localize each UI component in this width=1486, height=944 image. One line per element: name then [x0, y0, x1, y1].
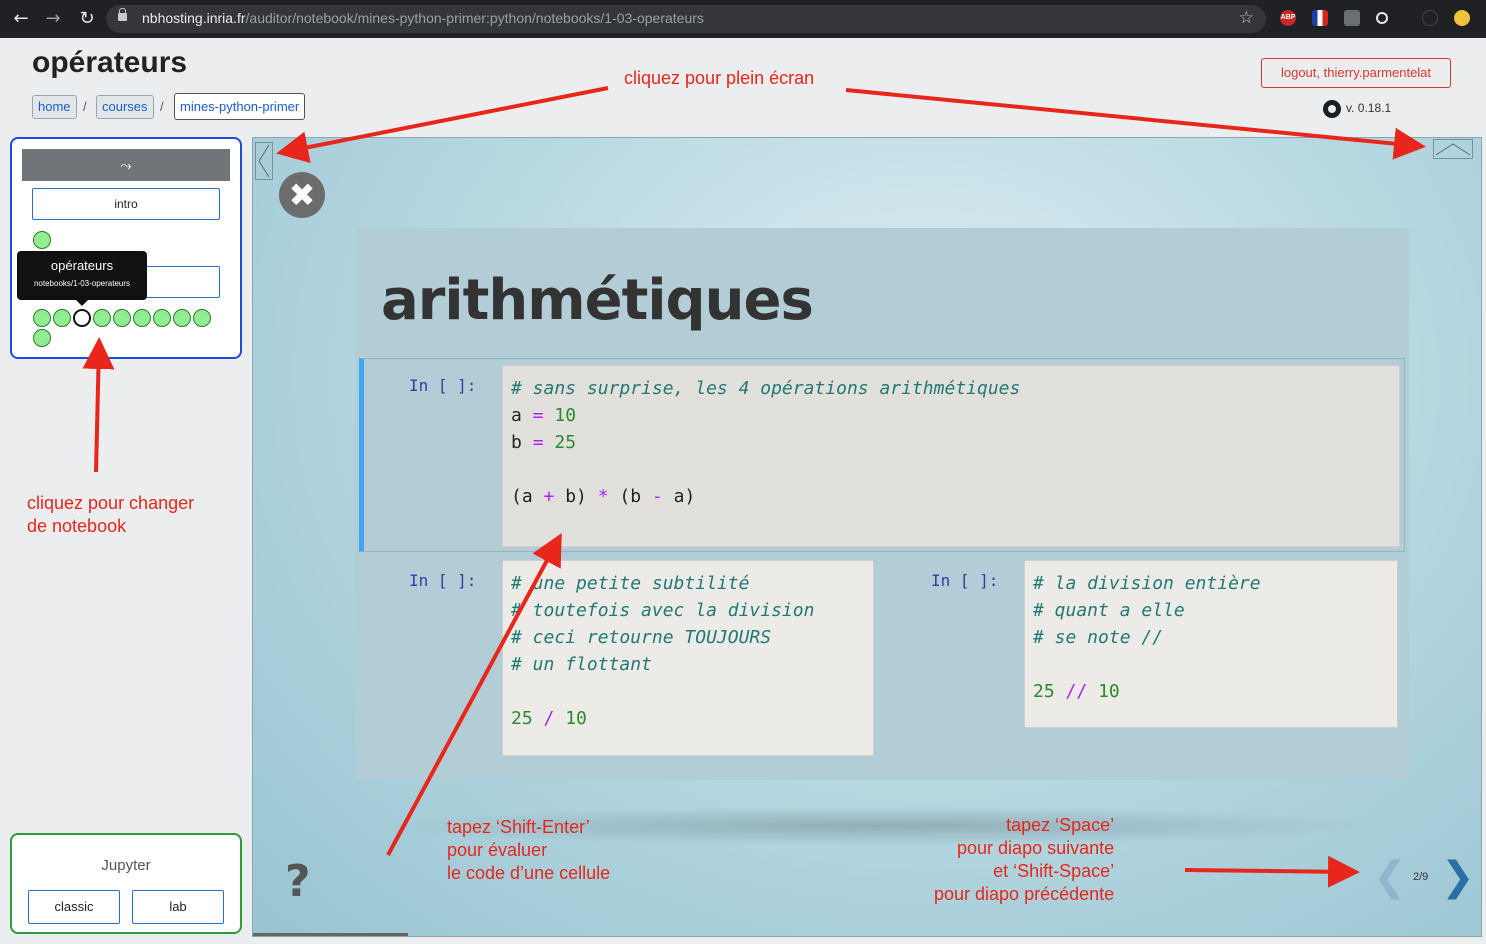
chevron-left-icon [258, 144, 270, 178]
notebook-tooltip: opérateurs notebooks/1-03-operateurs [17, 251, 147, 306]
cell-prompt: In [ ]: [409, 376, 477, 395]
browser-toolbar: ← → ↻ nbhosting.inria.fr/auditor/noteboo… [0, 0, 1486, 38]
extension-icon[interactable] [1344, 10, 1360, 26]
star-icon[interactable]: ☆ [1238, 8, 1254, 28]
back-icon[interactable]: ← [13, 8, 29, 29]
notebook-dot[interactable] [173, 309, 191, 327]
annotation-space: tapez ‘Space’ pour diapo suivante et ‘Sh… [934, 815, 1115, 904]
notebook-dot[interactable] [133, 309, 151, 327]
lock-icon [118, 8, 127, 21]
address-bar[interactable]: nbhosting.inria.fr/auditor/notebook/mine… [106, 5, 1266, 33]
jupyter-title: Jupyter [101, 857, 151, 874]
url-host: nbhosting.inria.fr [142, 10, 246, 26]
code-cell-input[interactable]: # une petite subtilité # toutefois avec … [502, 560, 874, 756]
navigator-header[interactable]: ⤳ [22, 149, 230, 181]
arrow-to-notebook-dots [82, 337, 115, 473]
url-path: /auditor/notebook/mines-python-primer:py… [245, 10, 704, 26]
classic-button[interactable]: classic [28, 890, 120, 924]
next-slide-icon[interactable]: ❯ [1441, 854, 1475, 900]
annotation-shift-enter: tapez ‘Shift-Enter’ pour évaluer le code… [447, 817, 611, 883]
reload-icon[interactable]: ↻ [79, 8, 95, 29]
logout-button[interactable]: logout, thierry.parmentelat [1261, 58, 1451, 88]
progress-bar [253, 933, 408, 936]
notebook-navigator: ⤳ intro [10, 137, 242, 359]
notebook-dot-current[interactable] [73, 309, 91, 327]
annotation-fullscreen: cliquez pour plein écran [624, 68, 815, 88]
notebook-dot[interactable] [153, 309, 171, 327]
annotation-change-notebook: cliquez pour changer de notebook [27, 493, 195, 536]
github-icon[interactable] [1323, 100, 1341, 118]
adblock-icon[interactable]: ABP [1280, 10, 1296, 26]
notebook-dot[interactable] [113, 309, 131, 327]
code-cell-input[interactable]: # sans surprise, les 4 opérations arithm… [502, 365, 1400, 547]
previous-slide-icon[interactable]: ❮ [1373, 854, 1407, 900]
breadcrumb-course[interactable]: mines-python-primer [174, 93, 306, 120]
forward-icon[interactable]: → [45, 8, 61, 29]
breadcrumb-separator: / [83, 99, 87, 114]
jupyter-panel: Jupyter classic lab [10, 833, 242, 934]
tooltip-title: opérateurs [50, 258, 114, 273]
section-intro-button[interactable]: intro [32, 188, 220, 220]
cell-prompt: In [ ]: [409, 571, 477, 590]
breadcrumb-home[interactable]: home [32, 95, 77, 119]
selected-cell[interactable] [359, 358, 1405, 552]
breadcrumb-courses[interactable]: courses [96, 95, 154, 119]
collapse-sidebar-button[interactable] [255, 142, 273, 180]
page-title: opérateurs [32, 46, 188, 79]
extension-icon[interactable] [1422, 10, 1438, 26]
notebook-dot[interactable] [193, 309, 211, 327]
help-icon[interactable]: ? [285, 856, 311, 907]
slide-heading: arithmétiques [381, 268, 814, 333]
slide: arithmétiques In [ ]: # sans surprise, l… [355, 228, 1409, 780]
profile-avatar[interactable] [1454, 10, 1470, 26]
notebook-dot[interactable] [93, 309, 111, 327]
chevron-up-icon [1435, 143, 1471, 156]
breadcrumb-separator: / [160, 99, 164, 114]
notebook-dot[interactable] [53, 309, 71, 327]
tooltip-subtitle: notebooks/1-03-operateurs [33, 279, 131, 288]
slide-counter: 2/9 [1413, 871, 1429, 883]
notebook-dot[interactable] [33, 231, 51, 249]
notebook-dot[interactable] [33, 309, 51, 327]
extension-icon[interactable] [1376, 12, 1388, 24]
lab-button[interactable]: lab [132, 890, 224, 924]
flag-icon[interactable] [1312, 10, 1328, 26]
code-cell-input[interactable]: # la division entière # quant a elle # s… [1024, 560, 1398, 728]
fullscreen-button[interactable] [1433, 139, 1473, 159]
notebook-dot[interactable] [33, 329, 51, 347]
version-label: v. 0.18.1 [1346, 101, 1392, 115]
slideshow-area: ✖ arithmétiques In [ ]: # sans surprise,… [252, 137, 1482, 937]
close-icon[interactable]: ✖ [279, 172, 325, 218]
url-text: nbhosting.inria.fr/auditor/notebook/mine… [142, 10, 704, 26]
cell-prompt: In [ ]: [931, 571, 999, 590]
